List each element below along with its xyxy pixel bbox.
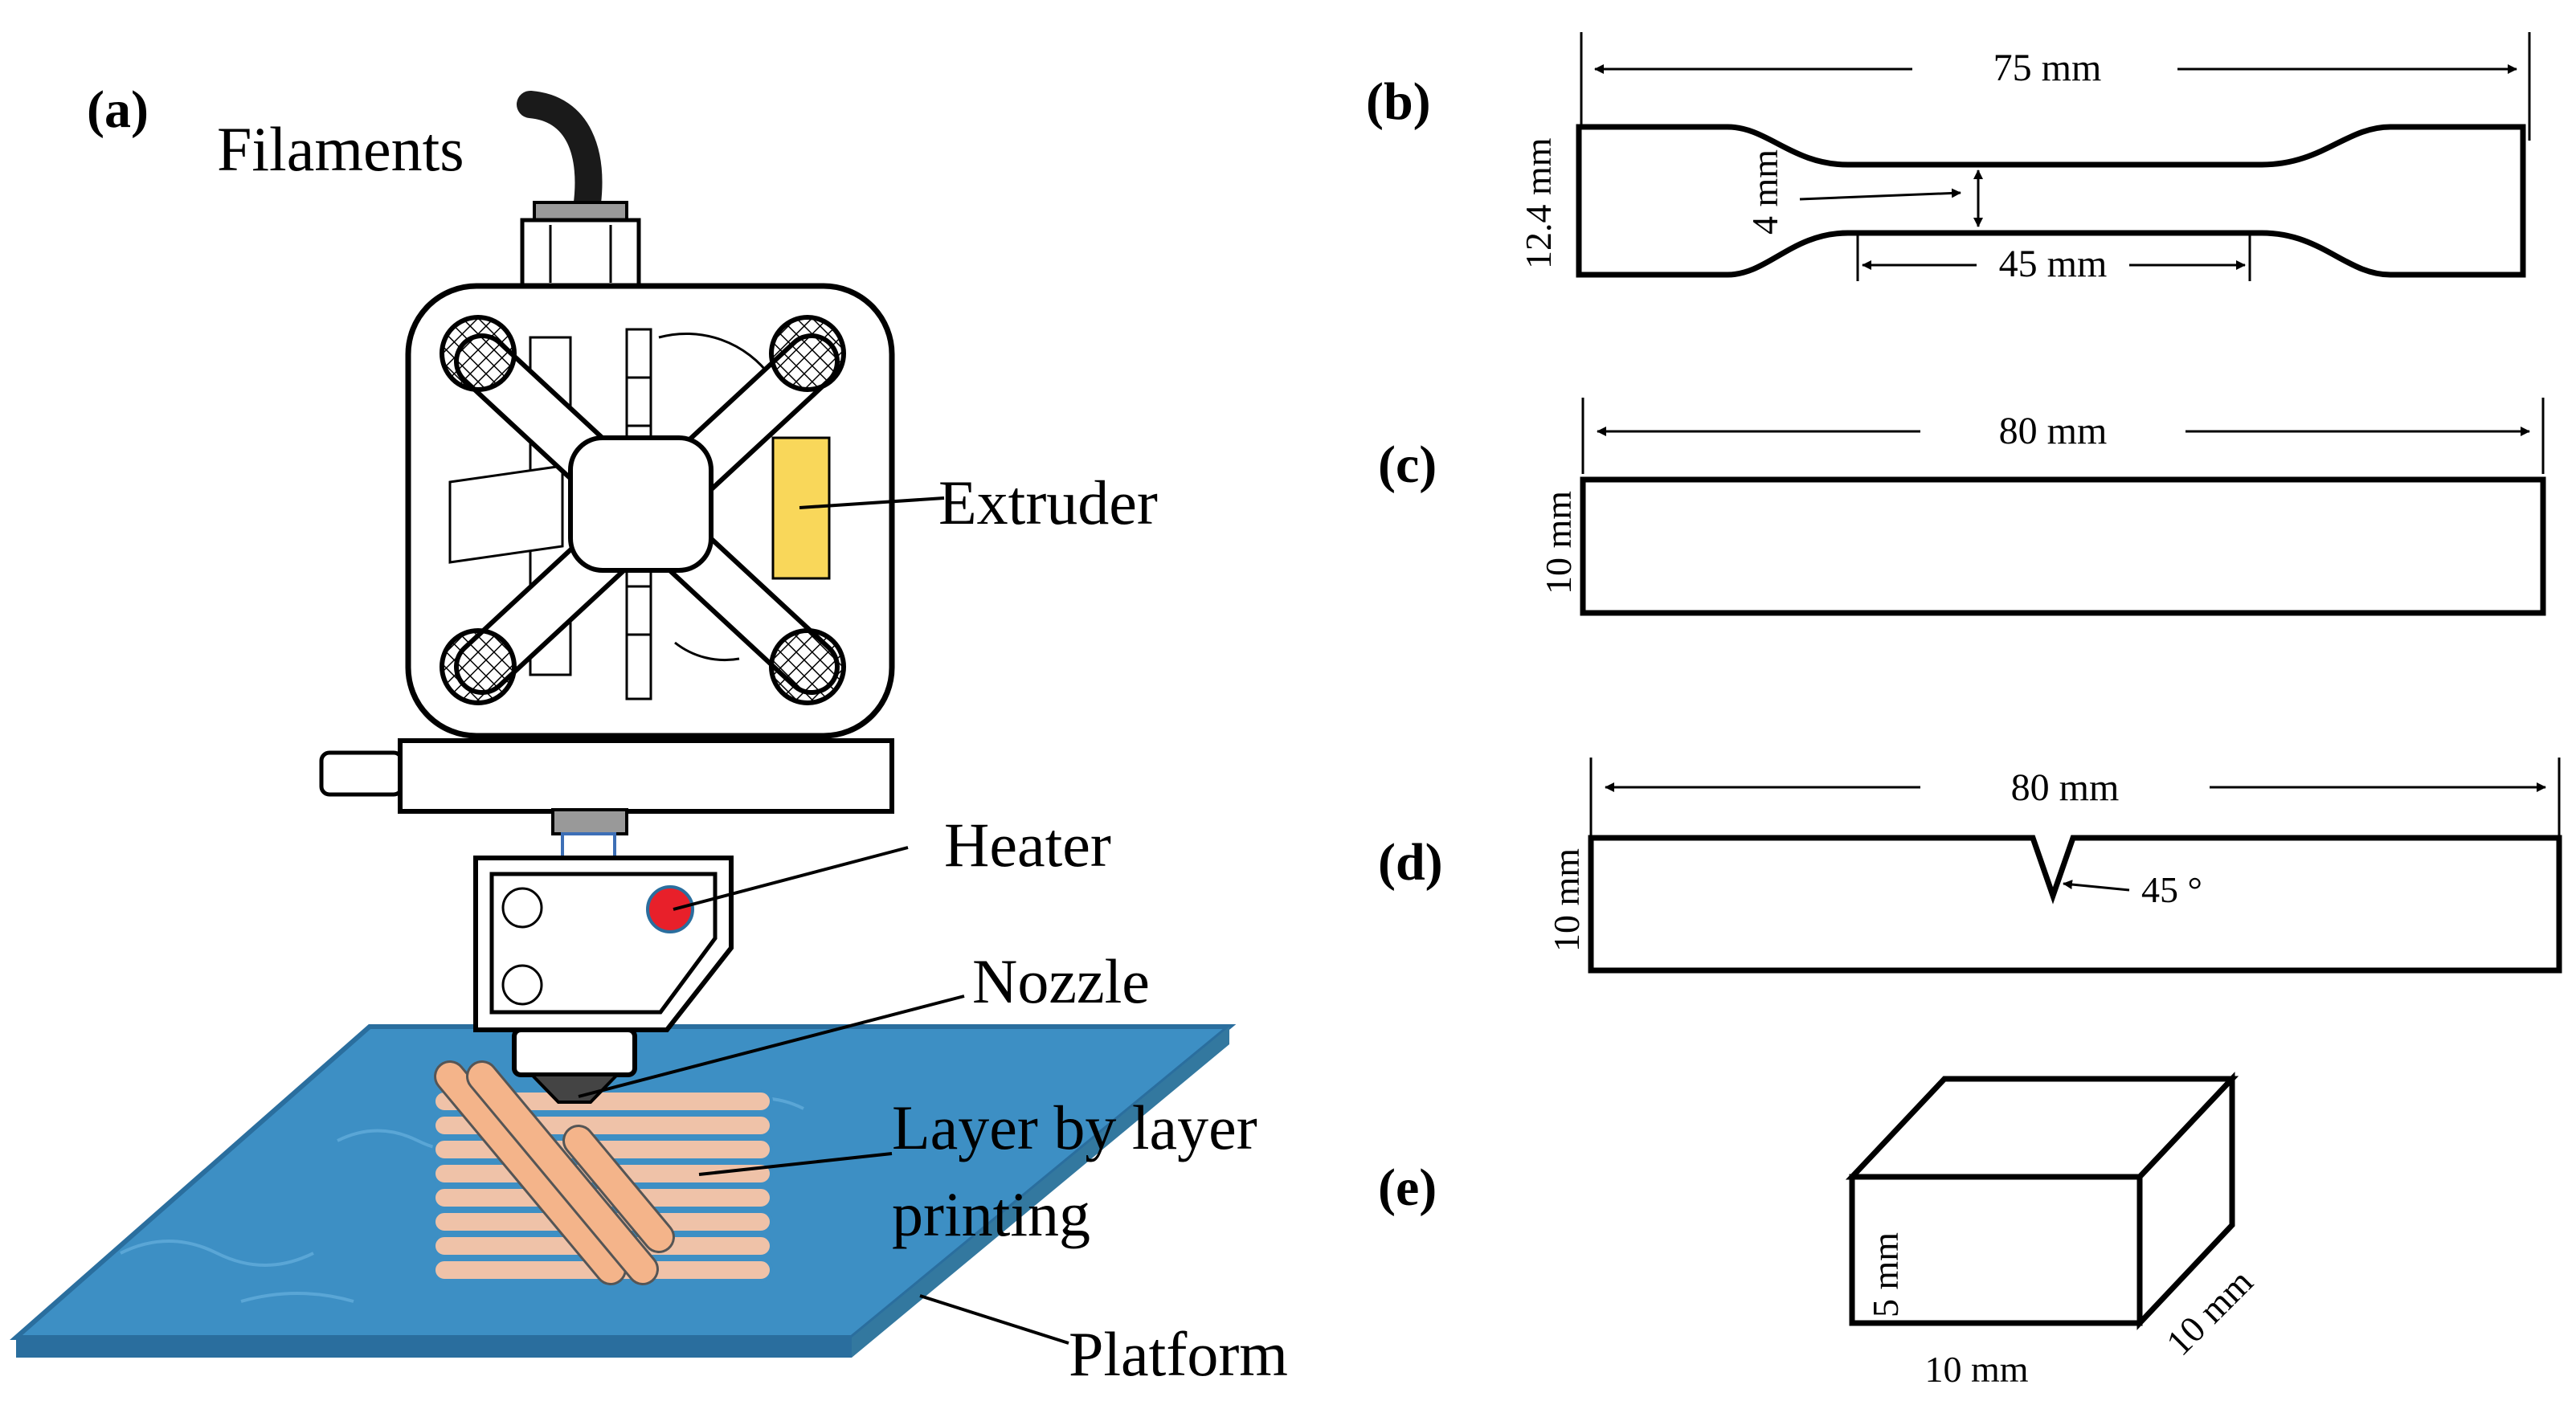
nozzle — [512, 1027, 637, 1104]
filament-cable — [517, 91, 603, 223]
panel-a-label: (a) — [87, 80, 149, 139]
flexural-width: 10 mm — [1538, 491, 1579, 594]
impact-width: 10 mm — [1546, 848, 1587, 952]
dog-bone-length: 75 mm — [1993, 47, 2102, 89]
notch-angle: 45 ° — [2141, 869, 2202, 910]
cuboid-specimen — [1845, 1072, 2239, 1330]
flexural-length: 80 mm — [1999, 410, 2108, 452]
cuboid-width: 10 mm — [1924, 1349, 2028, 1390]
label-platform: Platform — [1069, 1319, 1288, 1389]
panel-d-label: (d) — [1378, 833, 1443, 892]
flexural-specimen — [1580, 476, 2546, 616]
panel-e: (e) 5 mm 10 mm 10 mm — [1378, 1072, 2260, 1390]
extruder-body — [405, 283, 895, 739]
panel-c: (c) 80 mm 10 mm — [1378, 398, 2546, 616]
panel-e-label: (e) — [1378, 1158, 1437, 1217]
diagonal-filaments — [434, 1060, 675, 1285]
mount-bar — [319, 738, 894, 814]
gauge-length: 45 mm — [1999, 243, 2108, 285]
notched-specimen — [1588, 835, 2562, 974]
label-heater: Heater — [944, 810, 1111, 880]
heater-block — [473, 808, 734, 1032]
impact-length: 80 mm — [2011, 766, 2120, 809]
cable-connector — [520, 201, 641, 288]
panel-b: (b) 75 mm 4 mm 12.4 mm 45 mm — [1366, 32, 2531, 285]
panel-a: (a) — [10, 80, 1288, 1389]
label-layer-line1: Layer by layer — [892, 1093, 1257, 1162]
cuboid-height: 5 mm — [1865, 1232, 1906, 1317]
callout-lines — [578, 496, 1069, 1345]
panel-b-label: (b) — [1366, 72, 1431, 131]
panel-c-label: (c) — [1378, 435, 1437, 494]
label-nozzle: Nozzle — [972, 946, 1150, 1016]
label-extruder: Extruder — [938, 468, 1158, 537]
dog-bone-specimen — [1576, 124, 2526, 278]
label-layer-line2: printing — [892, 1179, 1090, 1249]
label-filaments: Filaments — [217, 114, 464, 184]
gauge-width: 4 mm — [1744, 149, 1785, 235]
grip-width: 12.4 mm — [1518, 137, 1559, 269]
panel-d: (d) 80 mm 45 ° 10 mm — [1378, 758, 2562, 974]
